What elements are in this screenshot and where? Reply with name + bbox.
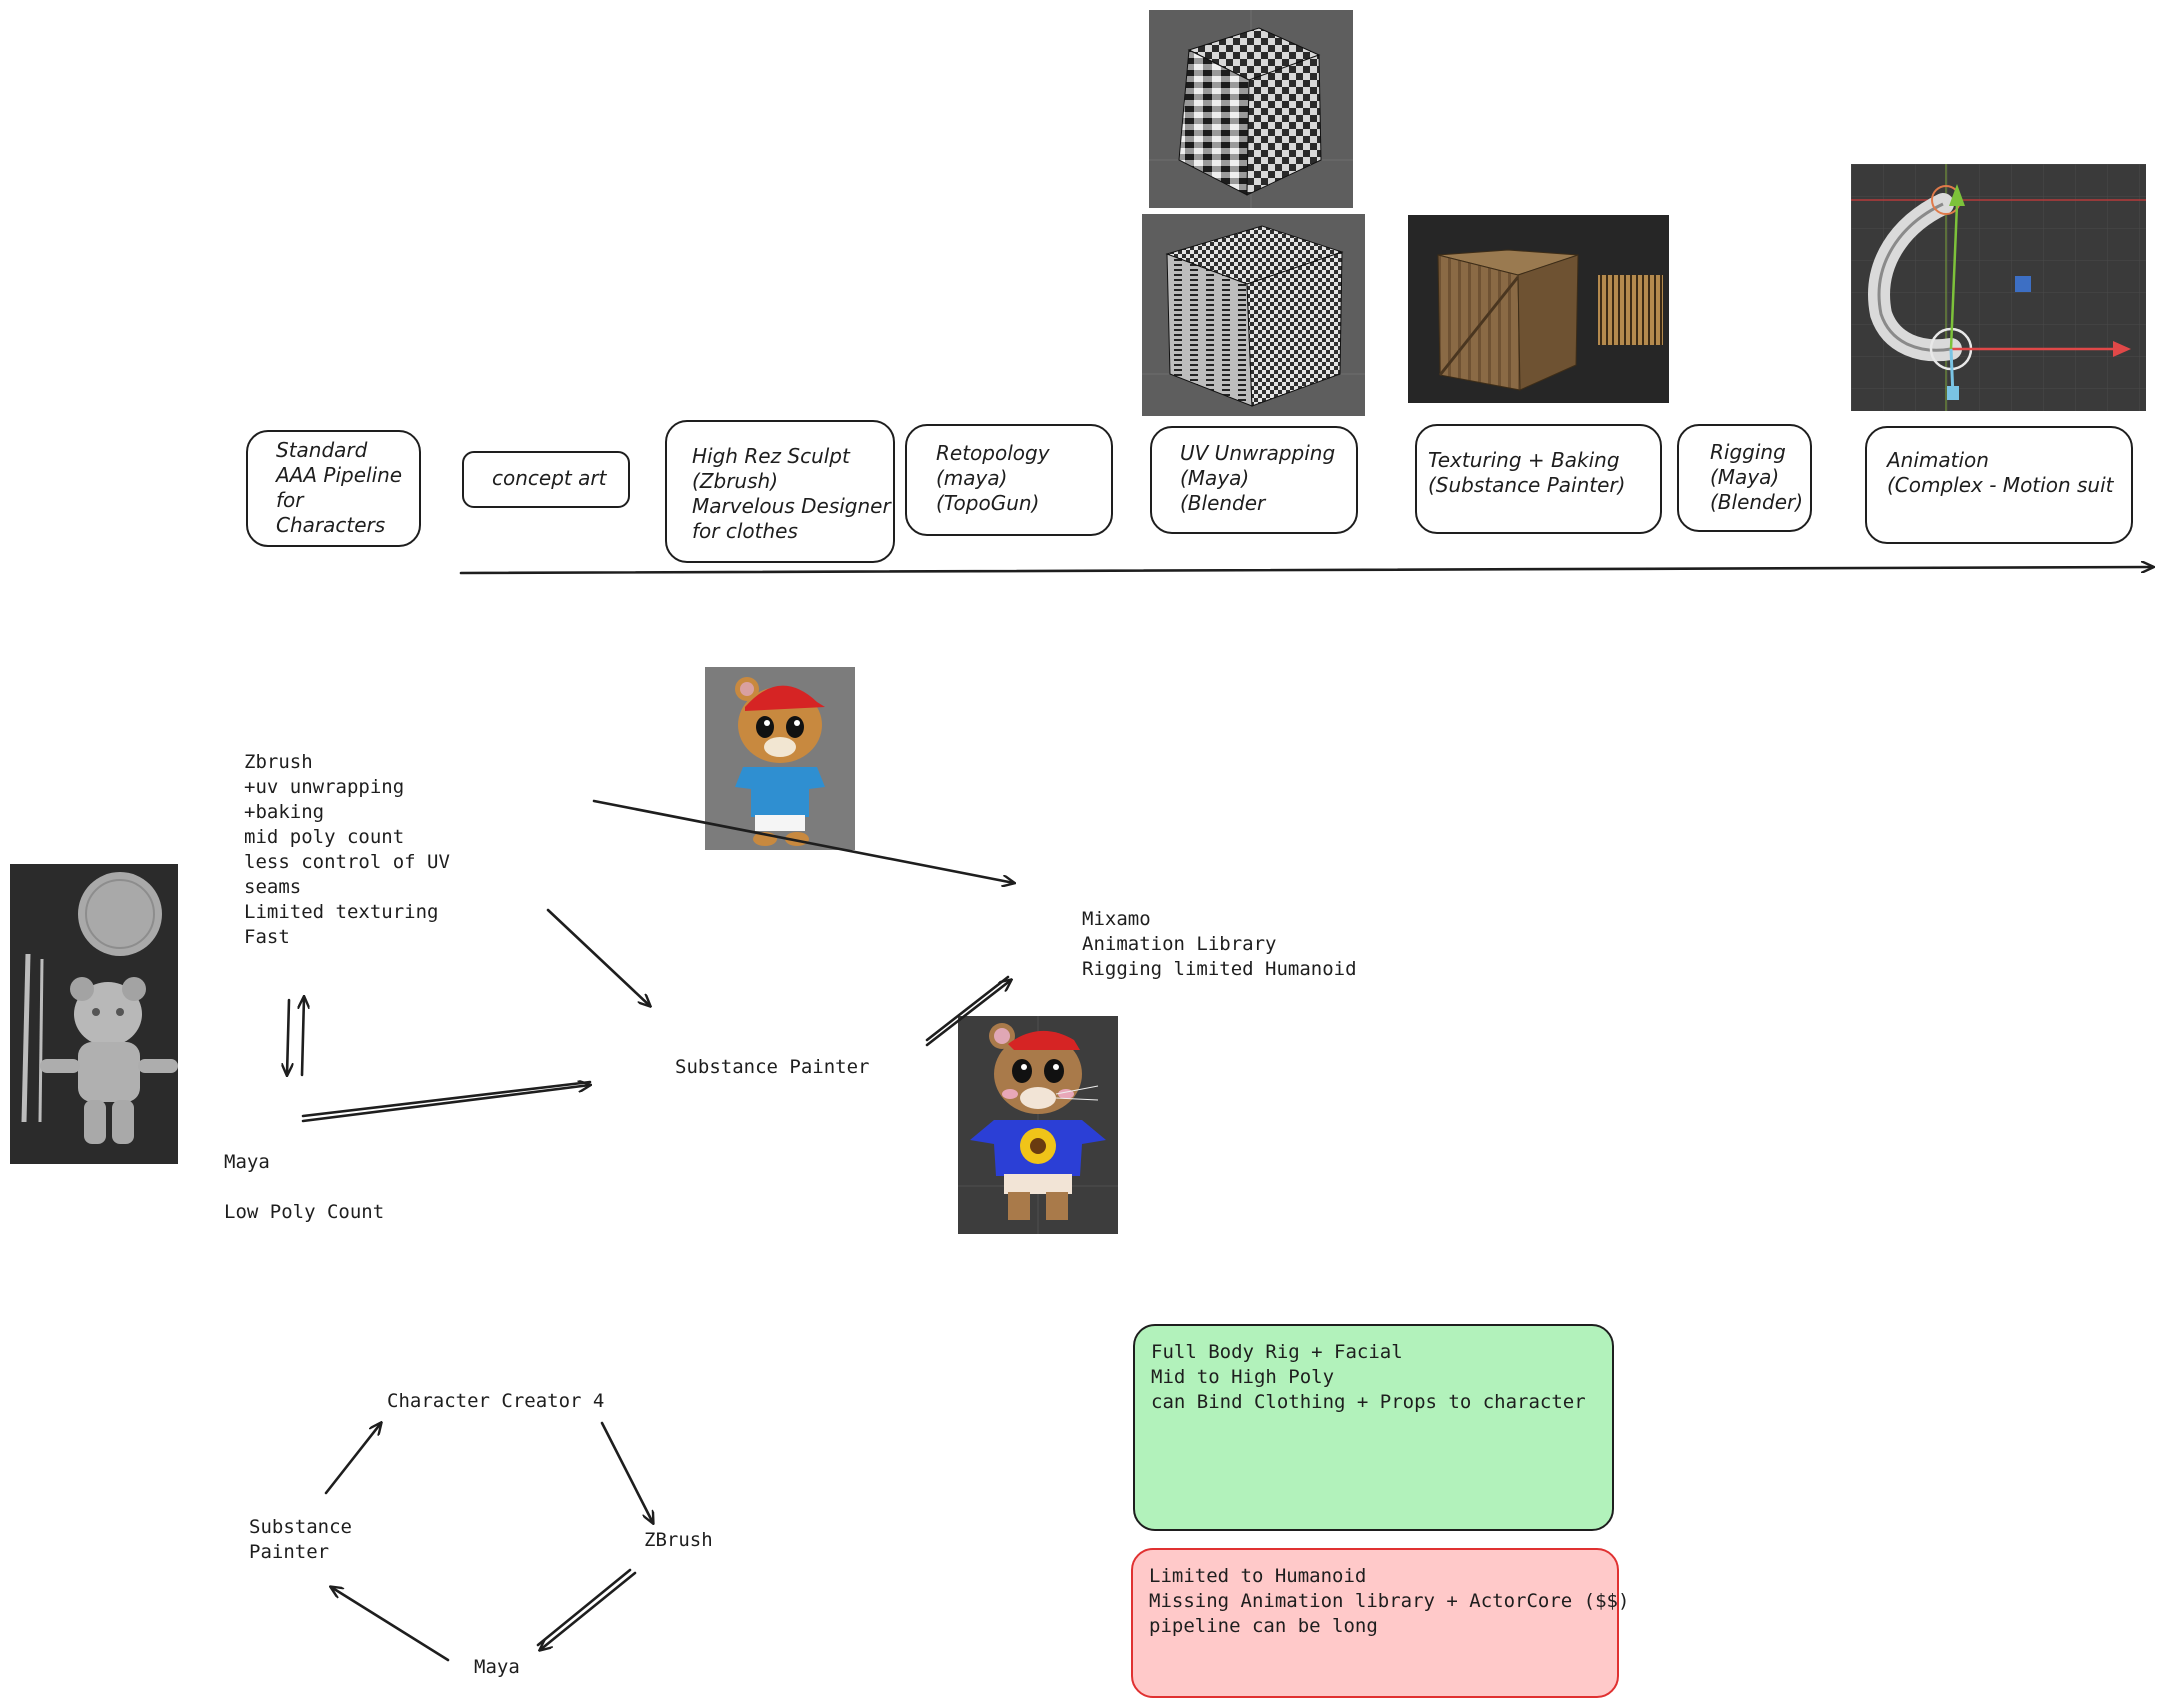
cons-note: Limited to Humanoid Missing Animation li… xyxy=(1131,1548,1630,1698)
cc4-to-zbrush-arrow xyxy=(600,1421,653,1523)
checker-cube-icon xyxy=(1142,214,1365,416)
maya-node: Maya xyxy=(474,1656,520,1678)
maya-workflow-notes: Maya Low Poly Count xyxy=(224,1151,385,1223)
pipeline-step-texturing-label: Texturing + Baking (Substance Painter) xyxy=(1428,448,1626,497)
substance-painter-node: Substance Painter xyxy=(675,1056,870,1078)
zbrush-workflow-notes: Zbrush +uv unwrapping +baking mid poly c… xyxy=(244,751,450,948)
pipeline-step-uv xyxy=(1150,426,1358,534)
timeline-arrow xyxy=(459,567,2153,575)
pipeline-step-retopo xyxy=(905,424,1113,536)
pipeline-step-animation xyxy=(1865,426,2133,544)
substance-to-cc4-arrow xyxy=(324,1423,381,1495)
pipeline-step-standard-label: Standard AAA Pipeline for Characters xyxy=(276,438,403,537)
checker-cube-icon xyxy=(1149,10,1353,208)
hamster-red-cap-icon xyxy=(705,667,855,850)
pipeline-step-standard xyxy=(246,430,421,547)
maya-to-substance-arrow xyxy=(331,1587,450,1662)
substance-painter-node: Substance Painter xyxy=(249,1516,352,1563)
pipeline-step-animation-label: Animation (Complex - Motion suit xyxy=(1887,448,2114,497)
pipeline-step-sculpt xyxy=(665,420,895,563)
pipeline-step-retopo-label: Retopology (maya) (TopoGun) xyxy=(936,441,1050,515)
zbrush-to-substance-arrow xyxy=(546,908,650,1006)
pipeline-step-rigging-label: Rigging (Maya) (Blender) xyxy=(1710,440,1804,514)
zbrush-to-maya-arrow xyxy=(287,998,289,1075)
hamster-sculpt-icon xyxy=(10,864,178,1164)
substance-to-mixamo-arrow xyxy=(925,980,1011,1047)
pipeline-step-uv-label: UV Unwrapping (Maya) (Blender xyxy=(1180,441,1336,515)
cc4-node: Character Creator 4 xyxy=(387,1390,605,1412)
pipeline-step-rigging xyxy=(1677,424,1812,532)
zbrush-to-mixamo-arrow xyxy=(592,799,1014,883)
mixamo-notes: Mixamo Animation Library Rigging limited… xyxy=(1082,908,1357,980)
cons-text: Limited to Humanoid Missing Animation li… xyxy=(1149,1565,1630,1637)
pipeline-step-concept-label: concept art xyxy=(492,466,607,490)
pros-note: Full Body Rig + Facial Mid to High Poly … xyxy=(1133,1324,1614,1531)
pipeline-step-concept xyxy=(462,451,630,508)
rig-bone-icon xyxy=(1851,164,2146,411)
zbrush-to-maya-arrow xyxy=(540,1571,637,1650)
pipeline-step-sculpt-label: High Rez Sculpt (Zbrush) Marvelous Desig… xyxy=(692,444,891,543)
maya-to-zbrush-arrow xyxy=(302,997,304,1077)
hamster-sunflower-shirt-icon xyxy=(958,1016,1118,1234)
maya-to-substance-arrow xyxy=(301,1085,590,1123)
pipeline-step-texturing xyxy=(1415,424,1662,534)
zbrush-node: ZBrush xyxy=(644,1529,713,1551)
wooden-crate-icon xyxy=(1408,215,1669,403)
pros-text: Full Body Rig + Facial Mid to High Poly … xyxy=(1151,1341,1586,1413)
